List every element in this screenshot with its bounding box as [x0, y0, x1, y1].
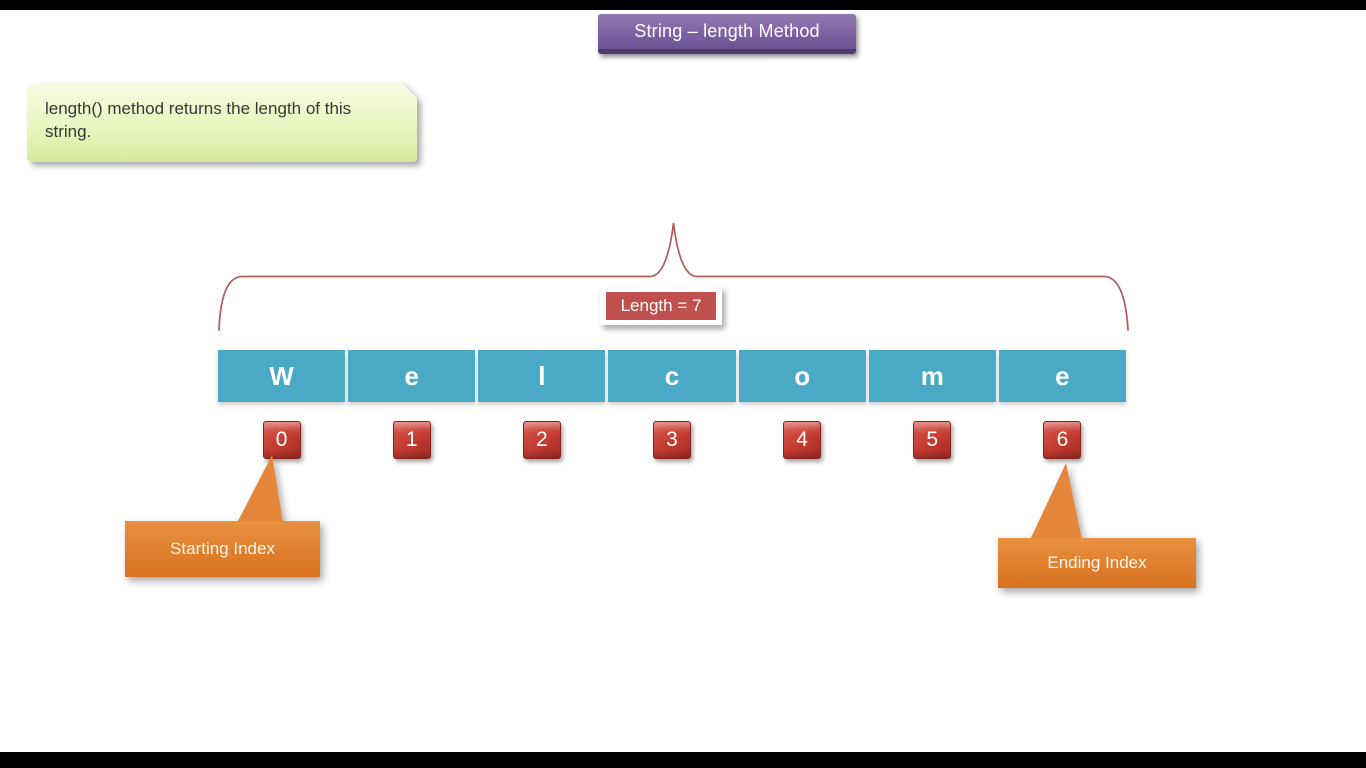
index-slot-1: 1 [348, 421, 475, 461]
index-slot-5: 5 [869, 421, 996, 461]
ending-index-box: Ending Index [998, 538, 1196, 588]
index-slot-3: 3 [608, 421, 735, 461]
string-cell-2: l [478, 350, 606, 402]
starting-index-callout: Starting Index [125, 450, 325, 580]
note-text: length() method returns the length of th… [45, 99, 352, 142]
index-slot-0: 0 [218, 421, 345, 461]
string-cell-1: e [348, 350, 476, 402]
index-slot-4: 4 [739, 421, 866, 461]
letterbox-bottom-bar [0, 752, 1366, 768]
index-slot-6: 6 [999, 421, 1126, 461]
length-label-text: Length = 7 [606, 292, 716, 320]
string-cell-4: o [738, 350, 866, 402]
index-square-1: 1 [392, 421, 431, 459]
index-square-6: 6 [1043, 421, 1082, 459]
index-square-4: 4 [783, 421, 822, 459]
length-label-frame: Length = 7 [600, 287, 722, 325]
index-row: 0 1 2 3 4 5 6 [218, 421, 1126, 461]
string-cell-3: c [608, 350, 736, 402]
index-square-3: 3 [652, 421, 691, 459]
index-square-0: 0 [262, 421, 301, 459]
letterbox-top-bar [0, 0, 1366, 10]
index-square-5: 5 [913, 421, 952, 459]
string-cell-6: e [998, 350, 1126, 402]
note-box: length() method returns the length of th… [27, 82, 417, 162]
index-square-2: 2 [522, 421, 561, 459]
string-cell-0: W [218, 350, 346, 402]
starting-index-label: Starting Index [170, 539, 275, 558]
index-slot-2: 2 [478, 421, 605, 461]
ending-index-callout: Ending Index [998, 458, 1198, 590]
slide-title: String – length Method [598, 14, 856, 54]
ending-index-label: Ending Index [1047, 553, 1147, 572]
length-label: Length = 7 [600, 287, 722, 325]
slide-title-label: String – length Method [634, 21, 820, 41]
note-callout: length() method returns the length of th… [27, 82, 417, 162]
string-cell-5: m [868, 350, 996, 402]
ending-index-pointer [1030, 463, 1082, 540]
starting-index-box: Starting Index [125, 521, 320, 577]
starting-index-pointer [237, 455, 283, 523]
